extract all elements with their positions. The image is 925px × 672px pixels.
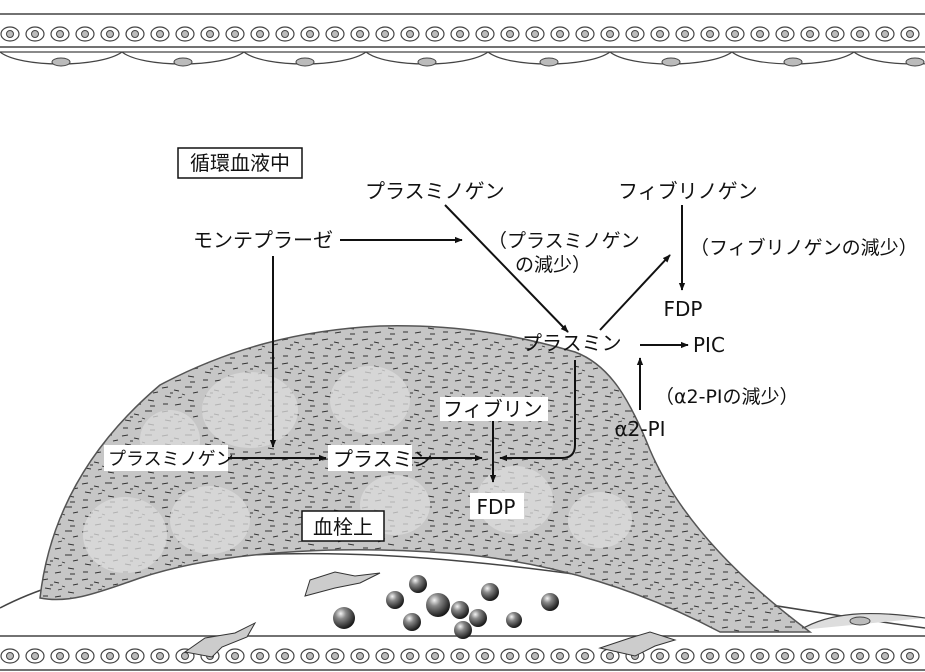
plasmin-thrombus-label: プラスミン <box>333 447 433 471</box>
arrow-plasmin-return <box>499 360 576 462</box>
pic-label: PIC <box>693 333 725 357</box>
a2pi-decrease-label: （α2-PIの減少） <box>655 386 799 408</box>
on-thrombus-box <box>301 510 385 542</box>
plasminogen-thrombus-label: プラスミノゲン <box>108 449 234 470</box>
monteplase-label: モンテプラーゼ <box>193 228 333 252</box>
arrow-plasmin-to-fibrinogen <box>599 254 671 331</box>
blood-cells <box>183 571 677 658</box>
circulation-label: 循環血液中 <box>190 151 290 175</box>
fibrinogen-decrease-label: （フィブリノゲンの減少） <box>690 236 918 259</box>
plasmin-blood-label: プラスミン <box>522 331 622 355</box>
plasminogen-decrease-label-2: の減少） <box>515 254 591 276</box>
arrow-plasminogen-to-plasmin <box>444 204 569 333</box>
circulation-box <box>177 147 303 179</box>
a2pi-label: α2-PI <box>614 417 665 441</box>
fdp-thrombus-label: FDP <box>477 495 516 519</box>
bottom-vessel-wall <box>0 552 925 671</box>
top-vessel-wall <box>0 13 925 67</box>
fdp-blood-label: FDP <box>664 297 703 321</box>
arrows <box>228 204 689 483</box>
on-thrombus-label: 血栓上 <box>313 515 373 539</box>
plasminogen-blood-label: プラスミノゲン <box>365 179 505 203</box>
fibrinogen-label: フィブリノゲン <box>618 179 758 203</box>
plasminogen-decrease-label: （プラスミノゲン <box>488 230 640 252</box>
fibrin-label: フィブリン <box>443 397 543 421</box>
